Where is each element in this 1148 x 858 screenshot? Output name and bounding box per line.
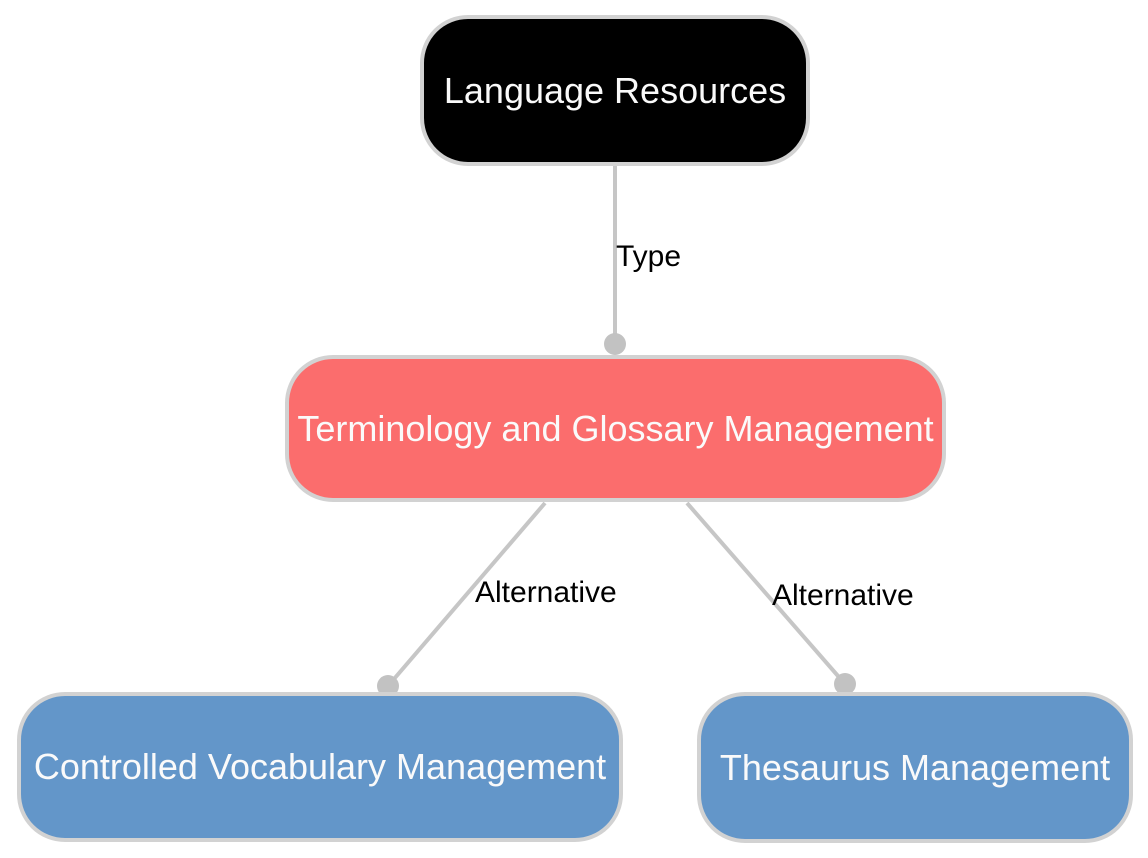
node-label: Controlled Vocabulary Management (33, 746, 607, 788)
node-controlled-vocabulary-management[interactable]: Controlled Vocabulary Management (17, 692, 623, 842)
node-terminology-and-glossary-management[interactable]: Terminology and Glossary Management (285, 355, 946, 502)
node-label: Thesaurus Management (719, 746, 1111, 788)
edge-label-alternative-right: Alternative (772, 579, 914, 612)
node-label: Terminology and Glossary Management (297, 407, 934, 449)
edge-label-alternative-left: Alternative (475, 576, 617, 609)
node-language-resources[interactable]: Language Resources (420, 15, 810, 166)
node-thesaurus-management[interactable]: Thesaurus Management (697, 692, 1133, 843)
node-label: Language Resources (443, 69, 787, 111)
edge-type-endpoint-dot (604, 333, 626, 355)
edge-label-type: Type (616, 240, 682, 273)
